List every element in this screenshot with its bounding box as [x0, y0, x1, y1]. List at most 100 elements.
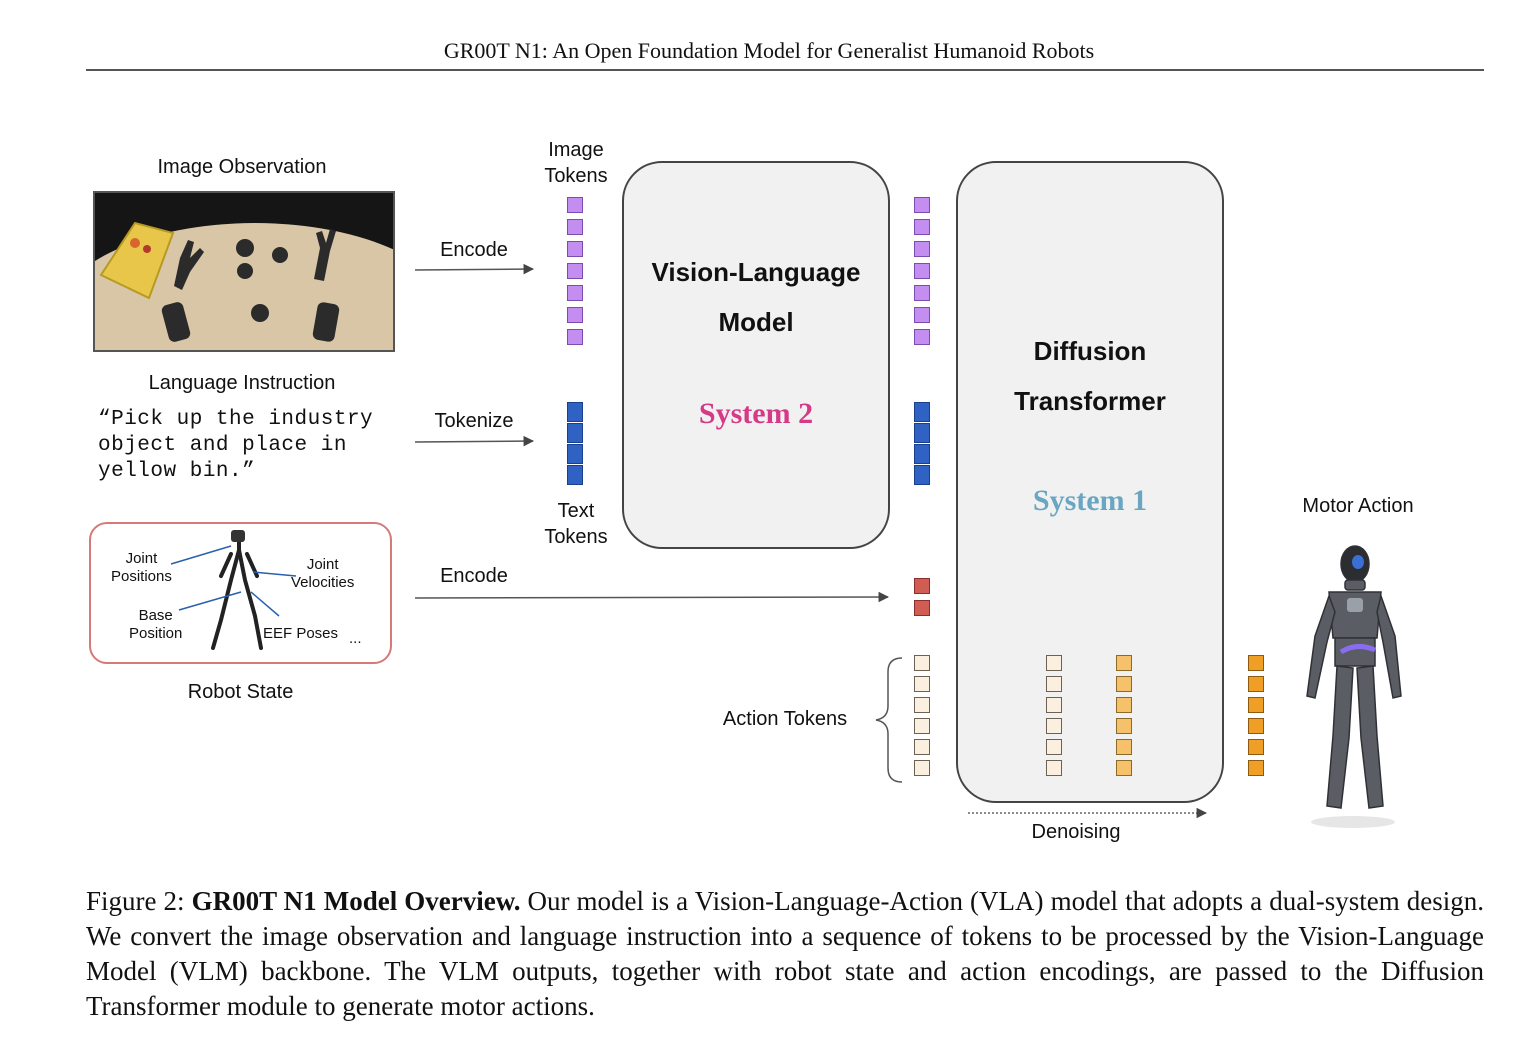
motor-action-token — [1248, 697, 1264, 713]
motor-action-token — [1248, 676, 1264, 692]
diffusion-transformer-block: Diffusion Transformer System 1 — [956, 161, 1224, 803]
denoise-token — [1116, 760, 1132, 776]
image-token — [567, 241, 583, 257]
image-observation-label: Image Observation — [157, 156, 327, 178]
caption-prefix: Figure 2: — [86, 886, 192, 916]
image-observation-photo — [93, 191, 395, 352]
instruction-text: “Pick up the industry object and place i… — [98, 407, 373, 485]
action-token — [914, 760, 930, 776]
action-token — [914, 697, 930, 713]
denoise-token — [1116, 697, 1132, 713]
vlm-image-token — [914, 197, 930, 213]
denoise-token — [1116, 655, 1132, 671]
joint-velocities-line: Velocities — [291, 574, 355, 591]
state-token — [914, 578, 930, 594]
instruction-line: “Pick up the industry — [98, 408, 374, 431]
joint-positions-line: Joint — [125, 550, 158, 567]
image-token — [567, 197, 583, 213]
denoise-token — [1116, 676, 1132, 692]
figure-caption: Figure 2: GR00T N1 Model Overview. Our m… — [86, 884, 1484, 1024]
text-token — [567, 402, 583, 422]
denoise-token — [1046, 676, 1062, 692]
base-position-line: Position — [129, 625, 183, 642]
action-token — [914, 655, 930, 671]
joint-velocities-line: Joint — [306, 556, 339, 573]
running-header: GR00T N1: An Open Foundation Model for G… — [443, 38, 1095, 63]
vlm-image-token — [914, 219, 930, 235]
vlm-title: Vision-Language Model — [624, 247, 888, 347]
denoise-token — [1046, 760, 1062, 776]
vlm-title-line: Vision-Language — [651, 257, 861, 287]
image-token — [567, 329, 583, 345]
text-tokens-line: Text — [557, 500, 595, 522]
vlm-title-line: Model — [718, 307, 794, 337]
caption-bold: GR00T N1 Model Overview. — [191, 886, 521, 916]
image-token — [567, 307, 583, 323]
text-tokens-line: Tokens — [544, 526, 608, 548]
motor-action-label: Motor Action — [1302, 495, 1414, 517]
vlm-block: Vision-Language Model System 2 — [622, 161, 890, 549]
system-1-label: System 1 — [1032, 484, 1148, 517]
text-tokens-label: Text Tokens — [526, 498, 626, 550]
robot-state-box: Joint Positions Joint Velocities Base Po… — [89, 522, 392, 664]
encode-image-label: Encode — [440, 239, 508, 261]
action-tokens-label: Action Tokens — [722, 708, 848, 730]
dit-title-line: Diffusion — [1033, 336, 1147, 366]
humanoid-robot-image — [1295, 540, 1405, 835]
denoising-label: Denoising — [1031, 821, 1121, 843]
action-tokens-brace — [875, 657, 903, 783]
action-token — [914, 676, 930, 692]
eef-poses-label: EEF Poses — [263, 625, 339, 642]
vlm-text-token — [914, 465, 930, 485]
encode-state-arrow — [414, 591, 890, 603]
vlm-text-token — [914, 423, 930, 443]
denoise-token — [1046, 655, 1062, 671]
instruction-line: yellow bin.” — [98, 460, 256, 483]
encode-state-label: Encode — [440, 565, 508, 587]
robot-state-label: Robot State — [187, 681, 294, 703]
image-token — [567, 219, 583, 235]
action-token — [914, 718, 930, 734]
encode-image-arrow — [414, 263, 535, 275]
denoise-token — [1116, 718, 1132, 734]
image-tokens-label: Image Tokens — [526, 137, 626, 189]
motor-action-token — [1248, 760, 1264, 776]
text-token — [567, 465, 583, 485]
base-position-label: Base Position — [129, 607, 182, 643]
image-token — [567, 285, 583, 301]
ellipsis-label: ... — [349, 630, 362, 647]
state-token — [914, 600, 930, 616]
system-2-label: System 2 — [698, 397, 814, 430]
vlm-image-token — [914, 263, 930, 279]
vlm-image-token — [914, 307, 930, 323]
motor-action-token — [1248, 655, 1264, 671]
tokenize-label: Tokenize — [434, 410, 514, 432]
dit-title: Diffusion Transformer — [958, 326, 1222, 426]
joint-velocities-label: Joint Velocities — [291, 556, 354, 592]
vlm-image-token — [914, 241, 930, 257]
base-position-line: Base — [138, 607, 173, 624]
vlm-text-token — [914, 444, 930, 464]
joint-positions-line: Positions — [111, 568, 172, 585]
denoise-token — [1116, 739, 1132, 755]
denoise-token — [1046, 739, 1062, 755]
joint-positions-label: Joint Positions — [111, 550, 172, 586]
header-rule — [86, 69, 1484, 71]
language-instruction-label: Language Instruction — [148, 372, 336, 394]
vlm-text-token — [914, 402, 930, 422]
vlm-image-token — [914, 285, 930, 301]
text-token — [567, 444, 583, 464]
instruction-line: object and place in — [98, 434, 347, 457]
image-tokens-line: Tokens — [544, 165, 608, 187]
tokenize-arrow — [414, 435, 535, 447]
vlm-image-token — [914, 329, 930, 345]
image-token — [567, 263, 583, 279]
denoise-token — [1046, 697, 1062, 713]
action-token — [914, 739, 930, 755]
caption-body: Our model is a Vision-Language-Action (V… — [86, 886, 1484, 1021]
text-token — [567, 423, 583, 443]
motor-action-token — [1248, 718, 1264, 734]
motor-action-token — [1248, 739, 1264, 755]
denoise-token — [1046, 718, 1062, 734]
